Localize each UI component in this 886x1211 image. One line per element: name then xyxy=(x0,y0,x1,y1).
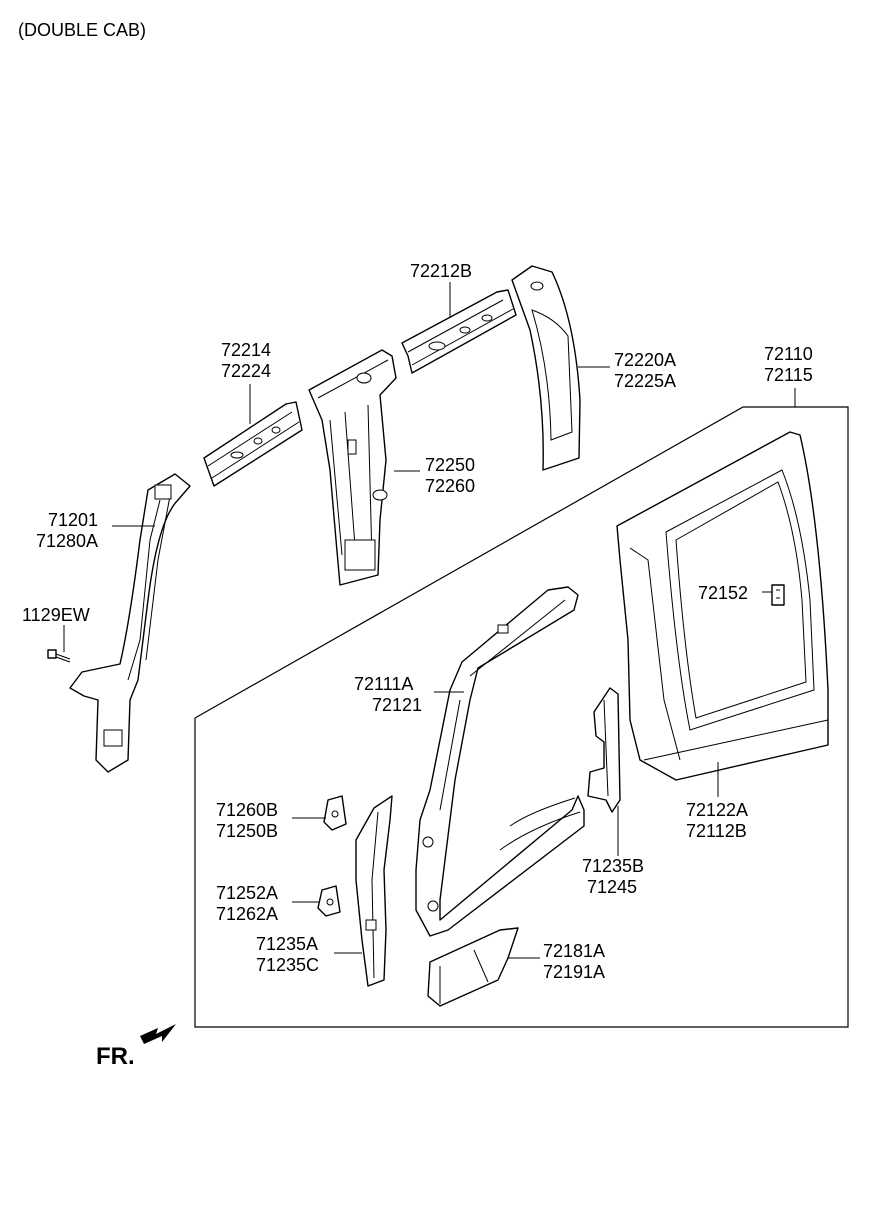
callout-1129ew: 1129EW xyxy=(22,605,90,625)
part-72181a xyxy=(427,927,519,1007)
callout-72214: 72214 xyxy=(221,340,271,360)
callout-72110: 72110 xyxy=(764,344,813,364)
part-71260b xyxy=(323,795,347,831)
part-72110 xyxy=(616,431,829,781)
callout-72115: 72115 xyxy=(764,365,813,385)
part-71235b xyxy=(587,687,621,813)
callout-71262a: 71262A xyxy=(216,904,278,924)
part-71235a xyxy=(355,795,393,987)
part-1129ew xyxy=(47,649,71,663)
callout-71252a: 71252A xyxy=(216,883,278,903)
callout-71235b: 71235B xyxy=(582,856,644,876)
callout-71235a: 71235A xyxy=(256,934,318,954)
callout-71280a: 71280A xyxy=(36,531,98,551)
callout-72220a: 72220A xyxy=(614,350,676,370)
part-72214 xyxy=(203,401,303,487)
callout-72224: 72224 xyxy=(221,361,271,381)
part-72250 xyxy=(308,349,397,586)
part-72152 xyxy=(771,584,785,606)
callout-72122a: 72122A xyxy=(686,800,748,820)
part-72220a xyxy=(511,265,581,471)
part-71252a xyxy=(317,885,341,917)
callout-71235c: 71235C xyxy=(256,955,319,975)
callout-72181a: 72181A xyxy=(543,941,605,961)
diagram-title: (DOUBLE CAB) xyxy=(18,20,146,40)
part-72212b xyxy=(401,289,517,374)
callout-72111a: 72111A xyxy=(354,674,413,694)
callout-72112b: 72112B xyxy=(686,821,747,841)
front-arrow-icon xyxy=(140,1024,176,1044)
callout-72191a: 72191A xyxy=(543,962,605,982)
callout-72250: 72250 xyxy=(425,455,475,475)
front-direction-label: FR. xyxy=(96,1043,135,1070)
part-71201 xyxy=(69,473,191,773)
callout-72260: 72260 xyxy=(425,476,475,496)
part-72111a xyxy=(415,586,585,937)
callout-72212b: 72212B xyxy=(410,261,472,281)
callout-72225a: 72225A xyxy=(614,371,676,391)
callout-71201: 71201 xyxy=(48,510,98,530)
assembly-outline xyxy=(194,406,849,1028)
callout-71245: 71245 xyxy=(587,877,637,897)
callout-71260b: 71260B xyxy=(216,800,278,820)
callout-72152: 72152 xyxy=(698,583,748,603)
leader-lines xyxy=(63,282,796,959)
callout-72121: 72121 xyxy=(372,695,422,715)
callout-71250b: 71250B xyxy=(216,821,278,841)
